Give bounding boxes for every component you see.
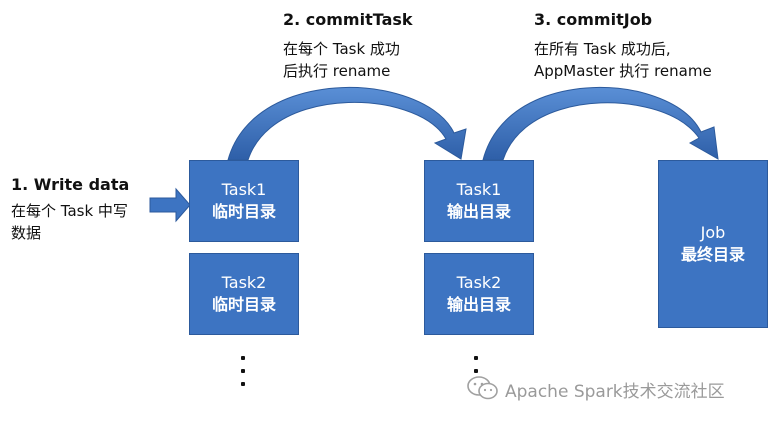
step1-title: 1. Write data: [11, 175, 130, 194]
task1-output-label: Task1: [456, 180, 502, 199]
task1-temp-dir-box: Task1 临时目录: [189, 160, 299, 242]
task2-output-dir-label: 输出目录: [446, 295, 511, 314]
step2-desc-line2: 后执行 rename: [283, 62, 391, 80]
step3-desc-line1: 在所有 Task 成功后,: [534, 40, 671, 58]
task2-temp-dir-label: 临时目录: [211, 295, 276, 314]
job-final-dir-label: 最终目录: [680, 245, 745, 264]
job-label: Job: [700, 223, 726, 242]
step2-desc-line1: 在每个 Task 成功: [283, 40, 400, 58]
step3-title: 3. commitJob: [534, 10, 653, 29]
write-arrow: [149, 187, 191, 223]
task1-temp-dir-label: 临时目录: [211, 202, 276, 221]
step1-desc-line2: 数据: [11, 224, 42, 242]
watermark-text: Apache Spark技术交流社区: [505, 382, 725, 402]
task1-output-dir-label: 输出目录: [446, 202, 511, 221]
task2-temp-dir-box: Task2 临时目录: [189, 253, 299, 335]
task2-output-dir-box: Task2 输出目录: [424, 253, 534, 335]
task1-output-dir-box: Task1 输出目录: [424, 160, 534, 242]
task2-output-label: Task2: [456, 273, 502, 292]
step3-desc-line2: AppMaster 执行 rename: [534, 62, 712, 80]
step2-title: 2. commitTask: [283, 10, 413, 29]
job-final-dir-box: Job 最终目录: [658, 160, 768, 328]
task2-temp-label: Task2: [221, 273, 267, 292]
task1-temp-label: Task1: [221, 180, 267, 199]
commit-task-arrow: [227, 86, 467, 161]
commit-job-arrow: [482, 86, 719, 161]
wechat-icon: [467, 376, 498, 400]
step1-desc-line1: 在每个 Task 中写: [11, 202, 128, 220]
